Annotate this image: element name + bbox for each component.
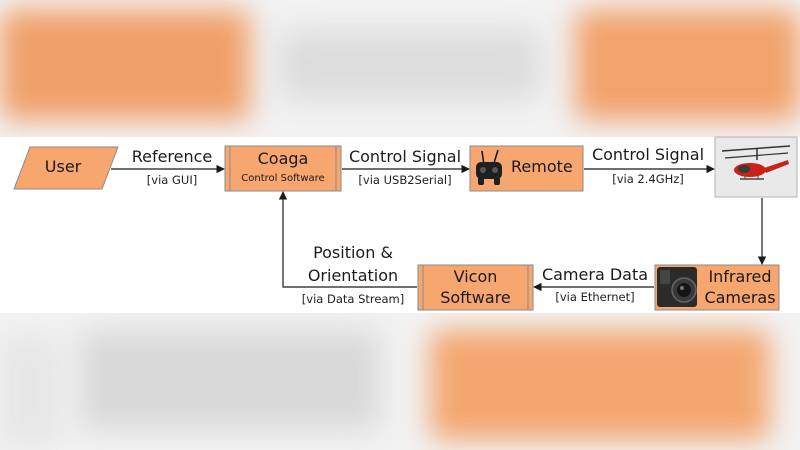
rc-helicopter-icon	[714, 136, 798, 198]
edge-label-control-signal-rf: Control Signal	[591, 145, 705, 164]
blurred-background-block	[80, 330, 380, 430]
infrared-label-line1: Infrared	[708, 267, 772, 286]
arrow-vicon-to-coaga	[278, 191, 417, 288]
edge-via-usb2serial: [via USB2Serial]	[358, 173, 452, 187]
edge-label-reference: Reference	[131, 147, 213, 166]
coaga-sublabel: Control Software	[241, 173, 325, 184]
blurred-background-block	[0, 10, 250, 120]
edge-via-24ghz: [via 2.4GHz]	[612, 172, 684, 186]
user-label: User	[44, 157, 82, 176]
edge-label-orientation: Orientation	[307, 266, 399, 285]
infrared-label-line2: Cameras	[704, 288, 776, 307]
vicon-label-line1: Vicon	[453, 267, 498, 286]
edge-via-gui: [via GUI]	[146, 173, 198, 187]
vicon-software-node	[417, 264, 534, 311]
coaga-node	[224, 145, 342, 192]
blurred-background-block	[575, 10, 800, 120]
edge-via-data-stream: [via Data Stream]	[301, 292, 405, 306]
blurred-background-block	[280, 30, 540, 100]
edge-via-ethernet: [via Ethernet]	[555, 290, 635, 304]
edge-label-position: Position &	[313, 243, 393, 262]
blurred-background-block	[0, 335, 60, 445]
coaga-label: Coaga	[257, 149, 309, 168]
remote-label: Remote	[511, 157, 573, 176]
edge-label-camera-data: Camera Data	[541, 265, 649, 284]
user-node	[13, 146, 119, 190]
vicon-label-line2: Software	[440, 288, 511, 307]
blurred-background-block	[430, 330, 770, 440]
remote-controller-icon	[476, 149, 502, 185]
infrared-camera-icon	[657, 267, 697, 307]
edge-label-control-signal-usb: Control Signal	[348, 147, 462, 166]
